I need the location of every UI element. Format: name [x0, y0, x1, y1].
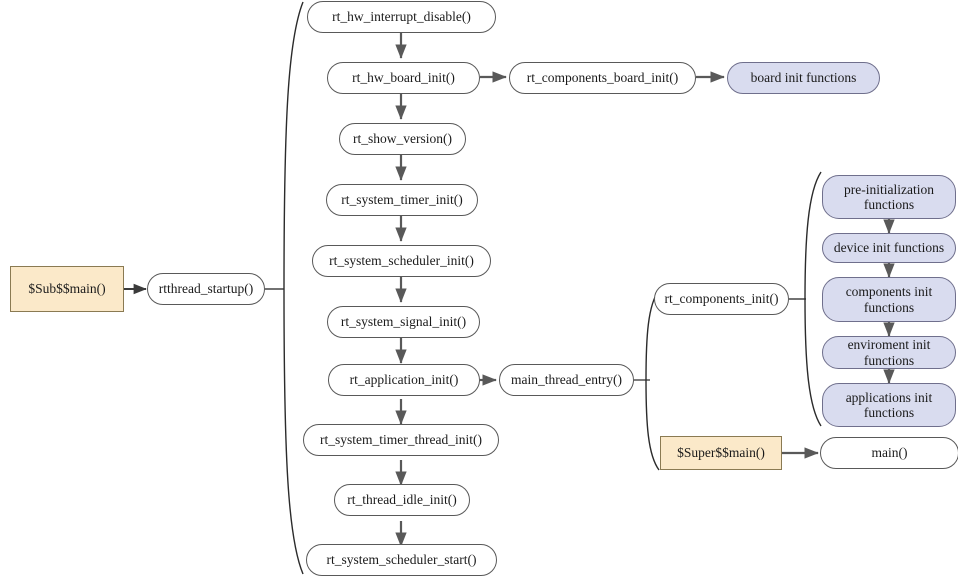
node-applications-init-functions[interactable]: applications init functions [822, 383, 956, 427]
node-rtthread-startup[interactable]: rtthread_startup() [147, 273, 265, 305]
node-components-init-functions-label: components init functions [845, 284, 933, 315]
node-main-thread-entry[interactable]: main_thread_entry() [499, 364, 634, 396]
node-main-label: main() [871, 445, 908, 461]
node-rt-components-init-label: rt_components_init() [664, 291, 779, 307]
node-pre-initialization-functions-label: pre-initialization functions [844, 181, 934, 212]
node-rt-show-version[interactable]: rt_show_version() [339, 123, 466, 155]
node-enviroment-init-functions-label: enviroment init functions [847, 337, 931, 368]
node-rt-show-version-label: rt_show_version() [353, 131, 452, 147]
node-sub-main-label: $Sub$$main() [28, 281, 106, 297]
node-rt-system-timer-init[interactable]: rt_system_timer_init() [326, 184, 478, 216]
node-components-init-functions[interactable]: components init functions [822, 277, 956, 322]
node-main-thread-entry-label: main_thread_entry() [511, 372, 622, 388]
brace-main-thread-entry [645, 289, 660, 471]
node-rt-system-signal-init-label: rt_system_signal_init() [340, 314, 467, 330]
node-rt-system-scheduler-start-label: rt_system_scheduler_start() [326, 552, 477, 568]
node-device-init-functions[interactable]: device init functions [822, 233, 956, 263]
node-rt-hw-board-init[interactable]: rt_hw_board_init() [327, 62, 480, 94]
node-rt-components-init[interactable]: rt_components_init() [654, 283, 789, 315]
node-applications-init-functions-label: applications init functions [845, 389, 933, 420]
node-sub-main[interactable]: $Sub$$main() [10, 266, 124, 312]
brace-startup-sequence [283, 1, 304, 575]
node-rt-system-signal-init[interactable]: rt_system_signal_init() [327, 306, 480, 338]
node-rt-system-scheduler-start[interactable]: rt_system_scheduler_start() [306, 544, 497, 576]
node-device-init-functions-label: device init functions [833, 240, 945, 256]
node-rt-components-board-init-label: rt_components_board_init() [526, 70, 679, 86]
node-rt-system-timer-init-label: rt_system_timer_init() [341, 192, 463, 208]
brace-init-functions [804, 171, 822, 427]
node-rt-hw-interrupt-disable[interactable]: rt_hw_interrupt_disable() [307, 1, 496, 33]
node-rt-system-timer-thread-init-label: rt_system_timer_thread_init() [320, 432, 482, 448]
node-main[interactable]: main() [820, 437, 958, 469]
node-rt-system-scheduler-init[interactable]: rt_system_scheduler_init() [312, 245, 491, 277]
node-rt-thread-idle-init[interactable]: rt_thread_idle_init() [334, 484, 470, 516]
node-rt-hw-board-init-label: rt_hw_board_init() [352, 70, 455, 86]
node-super-main-label: $Super$$main() [677, 445, 765, 461]
node-rt-application-init-label: rt_application_init() [349, 372, 459, 388]
node-rt-thread-idle-init-label: rt_thread_idle_init() [347, 492, 457, 508]
node-rt-application-init[interactable]: rt_application_init() [328, 364, 480, 396]
node-rt-system-scheduler-init-label: rt_system_scheduler_init() [329, 253, 474, 269]
node-enviroment-init-functions[interactable]: enviroment init functions [822, 336, 956, 369]
node-rt-system-timer-thread-init[interactable]: rt_system_timer_thread_init() [303, 424, 499, 456]
node-board-init-functions[interactable]: board init functions [727, 62, 880, 94]
node-pre-initialization-functions[interactable]: pre-initialization functions [822, 175, 956, 219]
node-rtthread-startup-label: rtthread_startup() [158, 281, 254, 297]
node-super-main[interactable]: $Super$$main() [660, 436, 782, 470]
node-board-init-functions-label: board init functions [750, 70, 857, 86]
node-rt-components-board-init[interactable]: rt_components_board_init() [509, 62, 696, 94]
node-rt-hw-interrupt-disable-label: rt_hw_interrupt_disable() [332, 9, 471, 25]
